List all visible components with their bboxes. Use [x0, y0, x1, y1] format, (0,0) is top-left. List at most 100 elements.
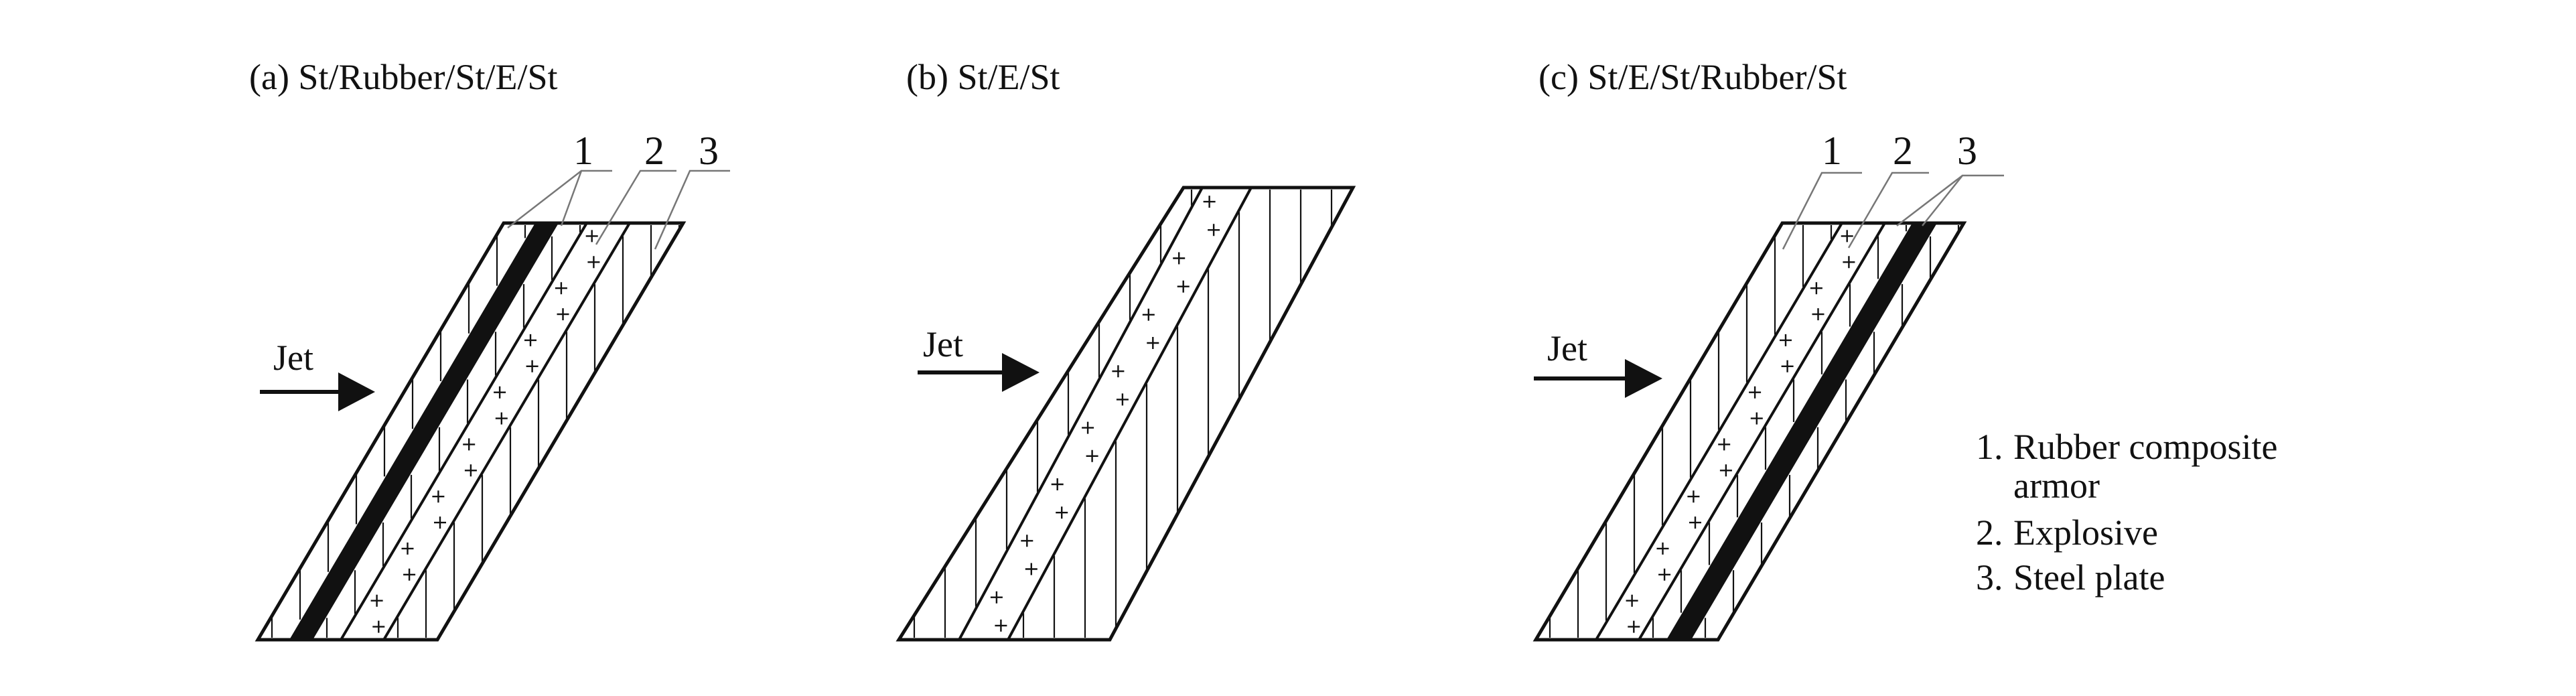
panel-a-explosive-plus-mark — [524, 334, 536, 346]
panel-b-jet-label: Jet — [923, 324, 963, 364]
panel-a-leader-1b — [507, 170, 582, 228]
panel-b-explosive-plus-mark — [1116, 393, 1129, 406]
panel-c-explosive-plus-mark — [1749, 386, 1762, 399]
panel-b-explosive-plus-mark — [990, 591, 1003, 604]
panel-a-explosive-plus-mark — [587, 256, 600, 269]
panel-c: (c) St/E/St/Rubber/St 1 2 3 Jet — [1532, 57, 2004, 642]
panel-b-explosive-plus-mark — [1025, 563, 1037, 575]
panel-b-title: (b) St/E/St — [906, 57, 1060, 97]
panel-c-leader-3b — [1896, 175, 1963, 226]
panel-a-hatching — [271, 225, 681, 638]
panel-c-explosive-plus-mark — [1718, 438, 1731, 451]
panel-a-boundary-2 — [382, 222, 631, 641]
panel-a-leader-2 — [595, 169, 676, 245]
panel-a-explosive-plus-mark — [372, 620, 385, 633]
legend: 1. Rubber composite armor 2. Explosive 3… — [1976, 427, 2277, 598]
panel-a-explosive-fill — [370, 230, 600, 633]
panel-a-callout-1: 1 — [573, 129, 593, 173]
panel-c-explosive-plus-mark — [1689, 516, 1701, 529]
panel-b-explosive-plus-mark — [1112, 365, 1125, 378]
panel-c-leader-3 — [1922, 174, 2004, 226]
panel-b-explosive-plus-mark — [1177, 280, 1190, 293]
panel-c-explosive-plus-mark — [1626, 594, 1638, 607]
panel-a-jet-label: Jet — [273, 338, 313, 378]
panel-c-jet-label: Jet — [1547, 328, 1587, 368]
panel-c-explosive-plus-mark — [1750, 412, 1763, 425]
panel-b-explosive-plus-mark — [1208, 224, 1220, 236]
panel-c-boundary-2 — [1638, 222, 1886, 641]
legend-item-1-line-2: armor — [2013, 466, 2100, 506]
panel-b-explosive-plus-mark — [1082, 421, 1094, 434]
panel-a-explosive-plus-mark — [585, 230, 598, 242]
panel-a-explosive-plus-mark — [370, 594, 383, 607]
panel-c-explosive-plus-mark — [1628, 620, 1640, 633]
legend-item-1-line-1: Rubber composite — [2013, 427, 2277, 467]
panel-a-leader-3 — [654, 169, 730, 250]
panel-a-explosive-plus-mark — [494, 386, 506, 399]
panel-c-hatching — [1549, 225, 1960, 638]
panel-b-explosive-plus-mark — [1056, 506, 1068, 519]
panel-a-explosive-plus-mark — [526, 360, 539, 372]
panel-a-explosive-plus-mark — [464, 464, 477, 477]
panel-a-explosive-plus-mark — [463, 438, 476, 451]
panel-a-title: (a) St/Rubber/St/E/St — [249, 57, 558, 97]
panel-b-explosive-plus-mark — [1086, 449, 1098, 462]
panel-c-callout-2: 2 — [1893, 129, 1913, 173]
panel-a-callout-3: 3 — [699, 129, 719, 173]
panel-b-explosive-plus-mark — [995, 619, 1007, 632]
panel-c-explosive-plus-mark — [1812, 308, 1824, 321]
panel-a-leader-1 — [560, 169, 612, 226]
panel-a-explosive-plus-mark — [557, 308, 569, 321]
legend-item-2-number: 2. — [1976, 512, 2003, 553]
panel-c-title: (c) St/E/St/Rubber/St — [1539, 57, 1847, 97]
panel-a-callout-2: 2 — [644, 129, 664, 173]
panel-c-explosive-plus-mark — [1656, 542, 1669, 555]
panel-c-callout-3: 3 — [1957, 129, 1977, 173]
panel-c-explosive-plus-mark — [1810, 282, 1822, 295]
panel-a-explosive-plus-mark — [403, 568, 416, 581]
panel-c-boundary-1 — [1595, 222, 1843, 641]
panel-a: (a) St/Rubber/St/E/St 1 2 3 Jet — [249, 57, 730, 642]
panel-b-armor-outline — [896, 186, 1356, 642]
panel-a-jet-arrow-icon — [338, 372, 375, 411]
legend-item-1-number: 1. — [1976, 427, 2003, 467]
panel-c-rubber-layer — [1666, 223, 1937, 640]
panel-a-boundary-1 — [340, 222, 588, 641]
panel-c-explosive-plus-mark — [1658, 568, 1671, 581]
panel-b-explosive-plus-mark — [1051, 478, 1064, 490]
panel-a-armor-outline — [255, 221, 687, 642]
panel-b-explosive-fill — [990, 196, 1220, 632]
panel-b-explosive-plus-mark — [1021, 535, 1033, 547]
panel-c-jet-arrow-icon — [1625, 359, 1662, 398]
panel-c-explosive-plus-mark — [1780, 334, 1792, 346]
panel-c-armor-outline — [1532, 221, 1967, 642]
panel-c-leader-1 — [1782, 171, 1862, 250]
legend-item-3-number: 3. — [1976, 557, 2003, 598]
panel-b: (b) St/E/St Jet — [896, 57, 1356, 642]
panel-b-explosive-plus-mark — [1173, 252, 1186, 265]
panel-b-hatching — [913, 190, 1333, 638]
panel-c-explosive-plus-mark — [1719, 464, 1732, 477]
panel-c-explosive-plus-mark — [1843, 256, 1855, 269]
panel-a-rubber-layer — [289, 223, 559, 640]
panel-a-explosive-plus-mark — [495, 412, 508, 425]
panel-c-explosive-plus-mark — [1781, 360, 1794, 372]
panel-b-boundary-2 — [1007, 187, 1253, 640]
panel-b-explosive-plus-mark — [1203, 196, 1216, 208]
legend-item-3-line-1: Steel plate — [2013, 557, 2165, 598]
panel-c-leader-2 — [1847, 171, 1929, 249]
panel-b-jet-arrow-icon — [1002, 353, 1040, 392]
panel-c-explosive-fill — [1626, 230, 1855, 633]
legend-item-2-line-1: Explosive — [2013, 512, 2158, 553]
panel-b-explosive-plus-mark — [1142, 308, 1155, 321]
panel-c-explosive-plus-mark — [1687, 490, 1700, 503]
panel-a-explosive-plus-mark — [434, 516, 446, 529]
panel-a-explosive-plus-mark — [555, 282, 567, 295]
panel-a-explosive-plus-mark — [432, 490, 445, 503]
panel-b-boundary-1 — [958, 187, 1204, 640]
panel-b-explosive-plus-mark — [1147, 337, 1159, 349]
panel-a-explosive-plus-mark — [401, 542, 414, 555]
panel-c-callout-1: 1 — [1822, 129, 1842, 173]
panel-c-explosive-plus-mark — [1841, 230, 1853, 242]
